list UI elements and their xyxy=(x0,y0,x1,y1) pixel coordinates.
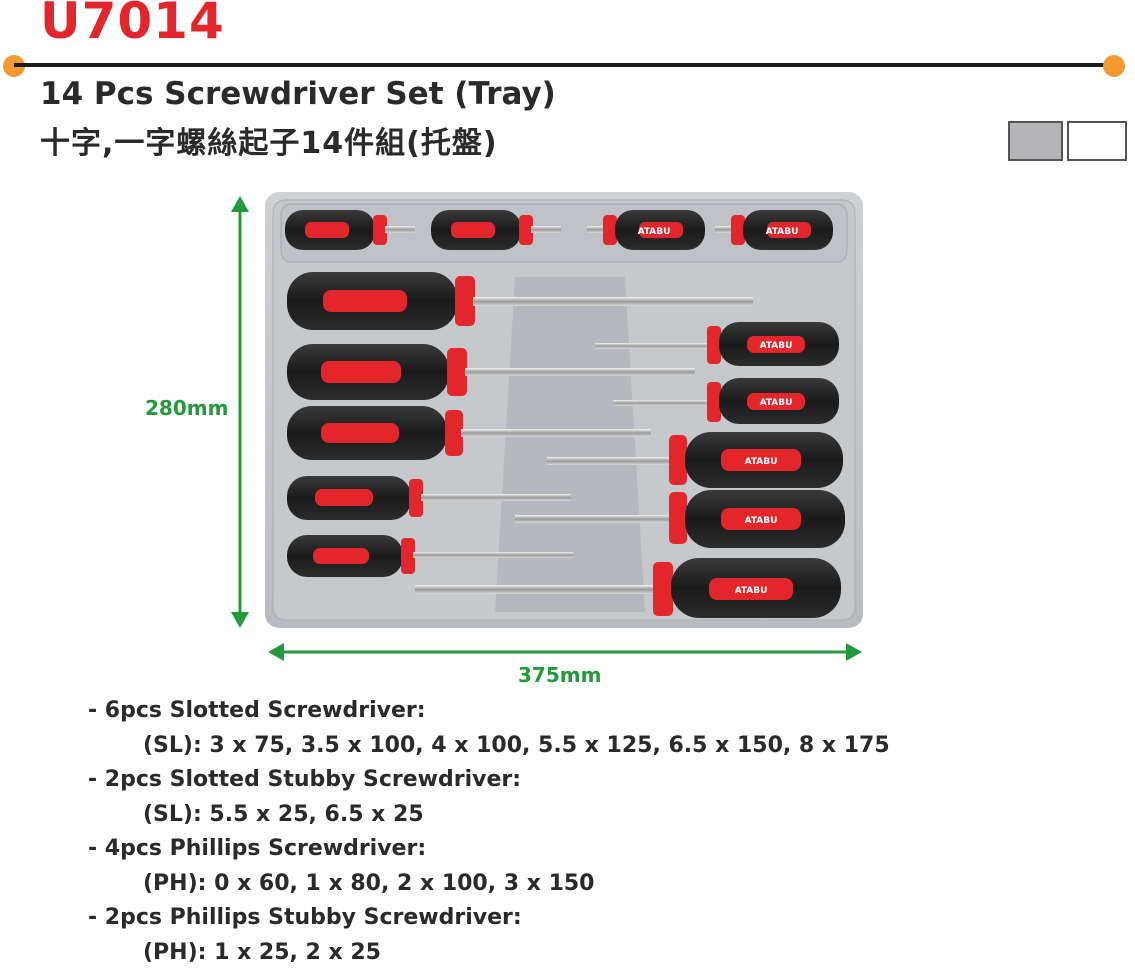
product-title-en: 14 Pcs Screwdriver Set (Tray) xyxy=(40,76,556,112)
product-code: U7014 xyxy=(40,0,225,50)
handle-brand: ATABU xyxy=(766,227,799,237)
handle-brand: ATABU xyxy=(745,516,778,526)
header-rule xyxy=(14,63,1114,67)
spec-heading: - 6pcs Slotted Screwdriver: xyxy=(88,694,890,729)
height-dimension-label: 280mm xyxy=(145,396,228,420)
product-title-zh: 十字,一字螺絲起子14件組(托盤) xyxy=(40,118,498,162)
handle-brand: ATABU xyxy=(745,457,778,467)
width-dimension-arrow xyxy=(268,641,862,663)
color-swatch-grey xyxy=(1008,121,1063,161)
spec-list: - 6pcs Slotted Screwdriver: (SL): 3 x 75… xyxy=(88,694,890,970)
spec-heading: - 2pcs Phillips Stubby Screwdriver: xyxy=(88,901,890,936)
handle-brand: ATABU xyxy=(760,398,793,408)
spec-detail: (PH): 1 x 25, 2 x 25 xyxy=(88,936,890,970)
color-swatch-white xyxy=(1067,121,1127,161)
width-dimension-label: 375mm xyxy=(518,663,601,687)
spec-heading: - 2pcs Slotted Stubby Screwdriver: xyxy=(88,763,890,798)
spec-heading: - 4pcs Phillips Screwdriver: xyxy=(88,832,890,867)
handle-brand: ATABU xyxy=(760,341,793,351)
handle-brand: ATABU xyxy=(638,227,671,237)
screwdriver-tray-image: ATABU ATABU ATABU ATABU ATABU ATABU ATAB… xyxy=(265,192,863,628)
height-dimension-arrow xyxy=(228,196,252,628)
spec-detail: (SL): 5.5 x 25, 6.5 x 25 xyxy=(88,798,890,833)
spec-detail: (SL): 3 x 75, 3.5 x 100, 4 x 100, 5.5 x … xyxy=(88,729,890,764)
spec-detail: (PH): 0 x 60, 1 x 80, 2 x 100, 3 x 150 xyxy=(88,867,890,902)
handle-brand: ATABU xyxy=(735,586,768,596)
rule-right-dot xyxy=(1103,55,1125,77)
